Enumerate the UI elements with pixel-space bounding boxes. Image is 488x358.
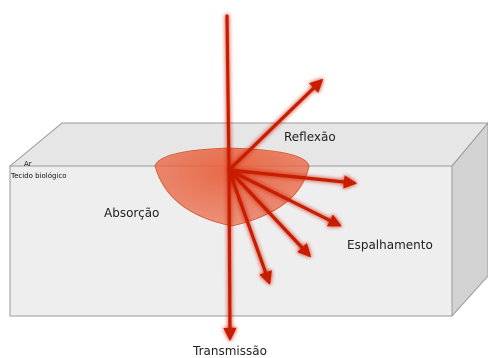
transmission-label: Transmissão (192, 344, 267, 358)
incident-ray (227, 16, 229, 170)
absorption-label: Absorção (104, 206, 159, 220)
transmitted-ray (229, 170, 230, 338)
air-label: Ar (24, 160, 32, 168)
scattering-label: Espalhamento (347, 238, 433, 252)
reflection-label: Reflexão (284, 130, 336, 144)
tissue-label: Tecido biológico (10, 172, 67, 180)
